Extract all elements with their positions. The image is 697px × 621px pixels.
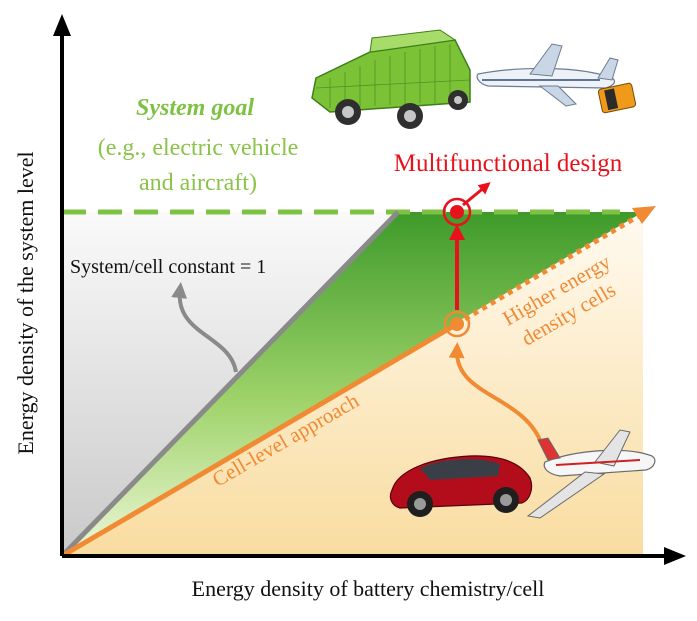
system-goal-title: System goal [136, 95, 254, 121]
system-point-dot [450, 205, 464, 219]
constant-line [60, 210, 400, 558]
cell-point-ring [443, 310, 471, 338]
x-axis-label: Energy density of battery chemistry/cell [192, 576, 545, 601]
orange-curved-arrow [448, 342, 542, 441]
battery-car-icon [311, 29, 471, 129]
system-goal-line1: (e.g., electric vehicle [98, 135, 299, 161]
higher-energy-dotted-line [463, 212, 642, 322]
system-point-ring [442, 197, 472, 227]
jet-airplane-icon [526, 429, 656, 519]
cell-level-line [60, 321, 459, 559]
airplane-battery-icon [476, 43, 637, 114]
constant-label: System/cell constant = 1 [70, 256, 266, 278]
cell-point-dot [450, 317, 464, 331]
multifunctional-label: Multifunctional design [394, 150, 623, 177]
gray-curved-arrow [171, 282, 238, 373]
x-axis-arrow [664, 547, 686, 565]
y-axis-label: Energy density of the system level [13, 151, 38, 454]
y-axis-arrow [53, 14, 71, 36]
system-goal-line2: and aircraft) [139, 170, 257, 196]
orange-arrow-head [632, 206, 656, 224]
multifunctional-pointer [462, 182, 491, 207]
red-sports-car-icon [389, 455, 533, 517]
